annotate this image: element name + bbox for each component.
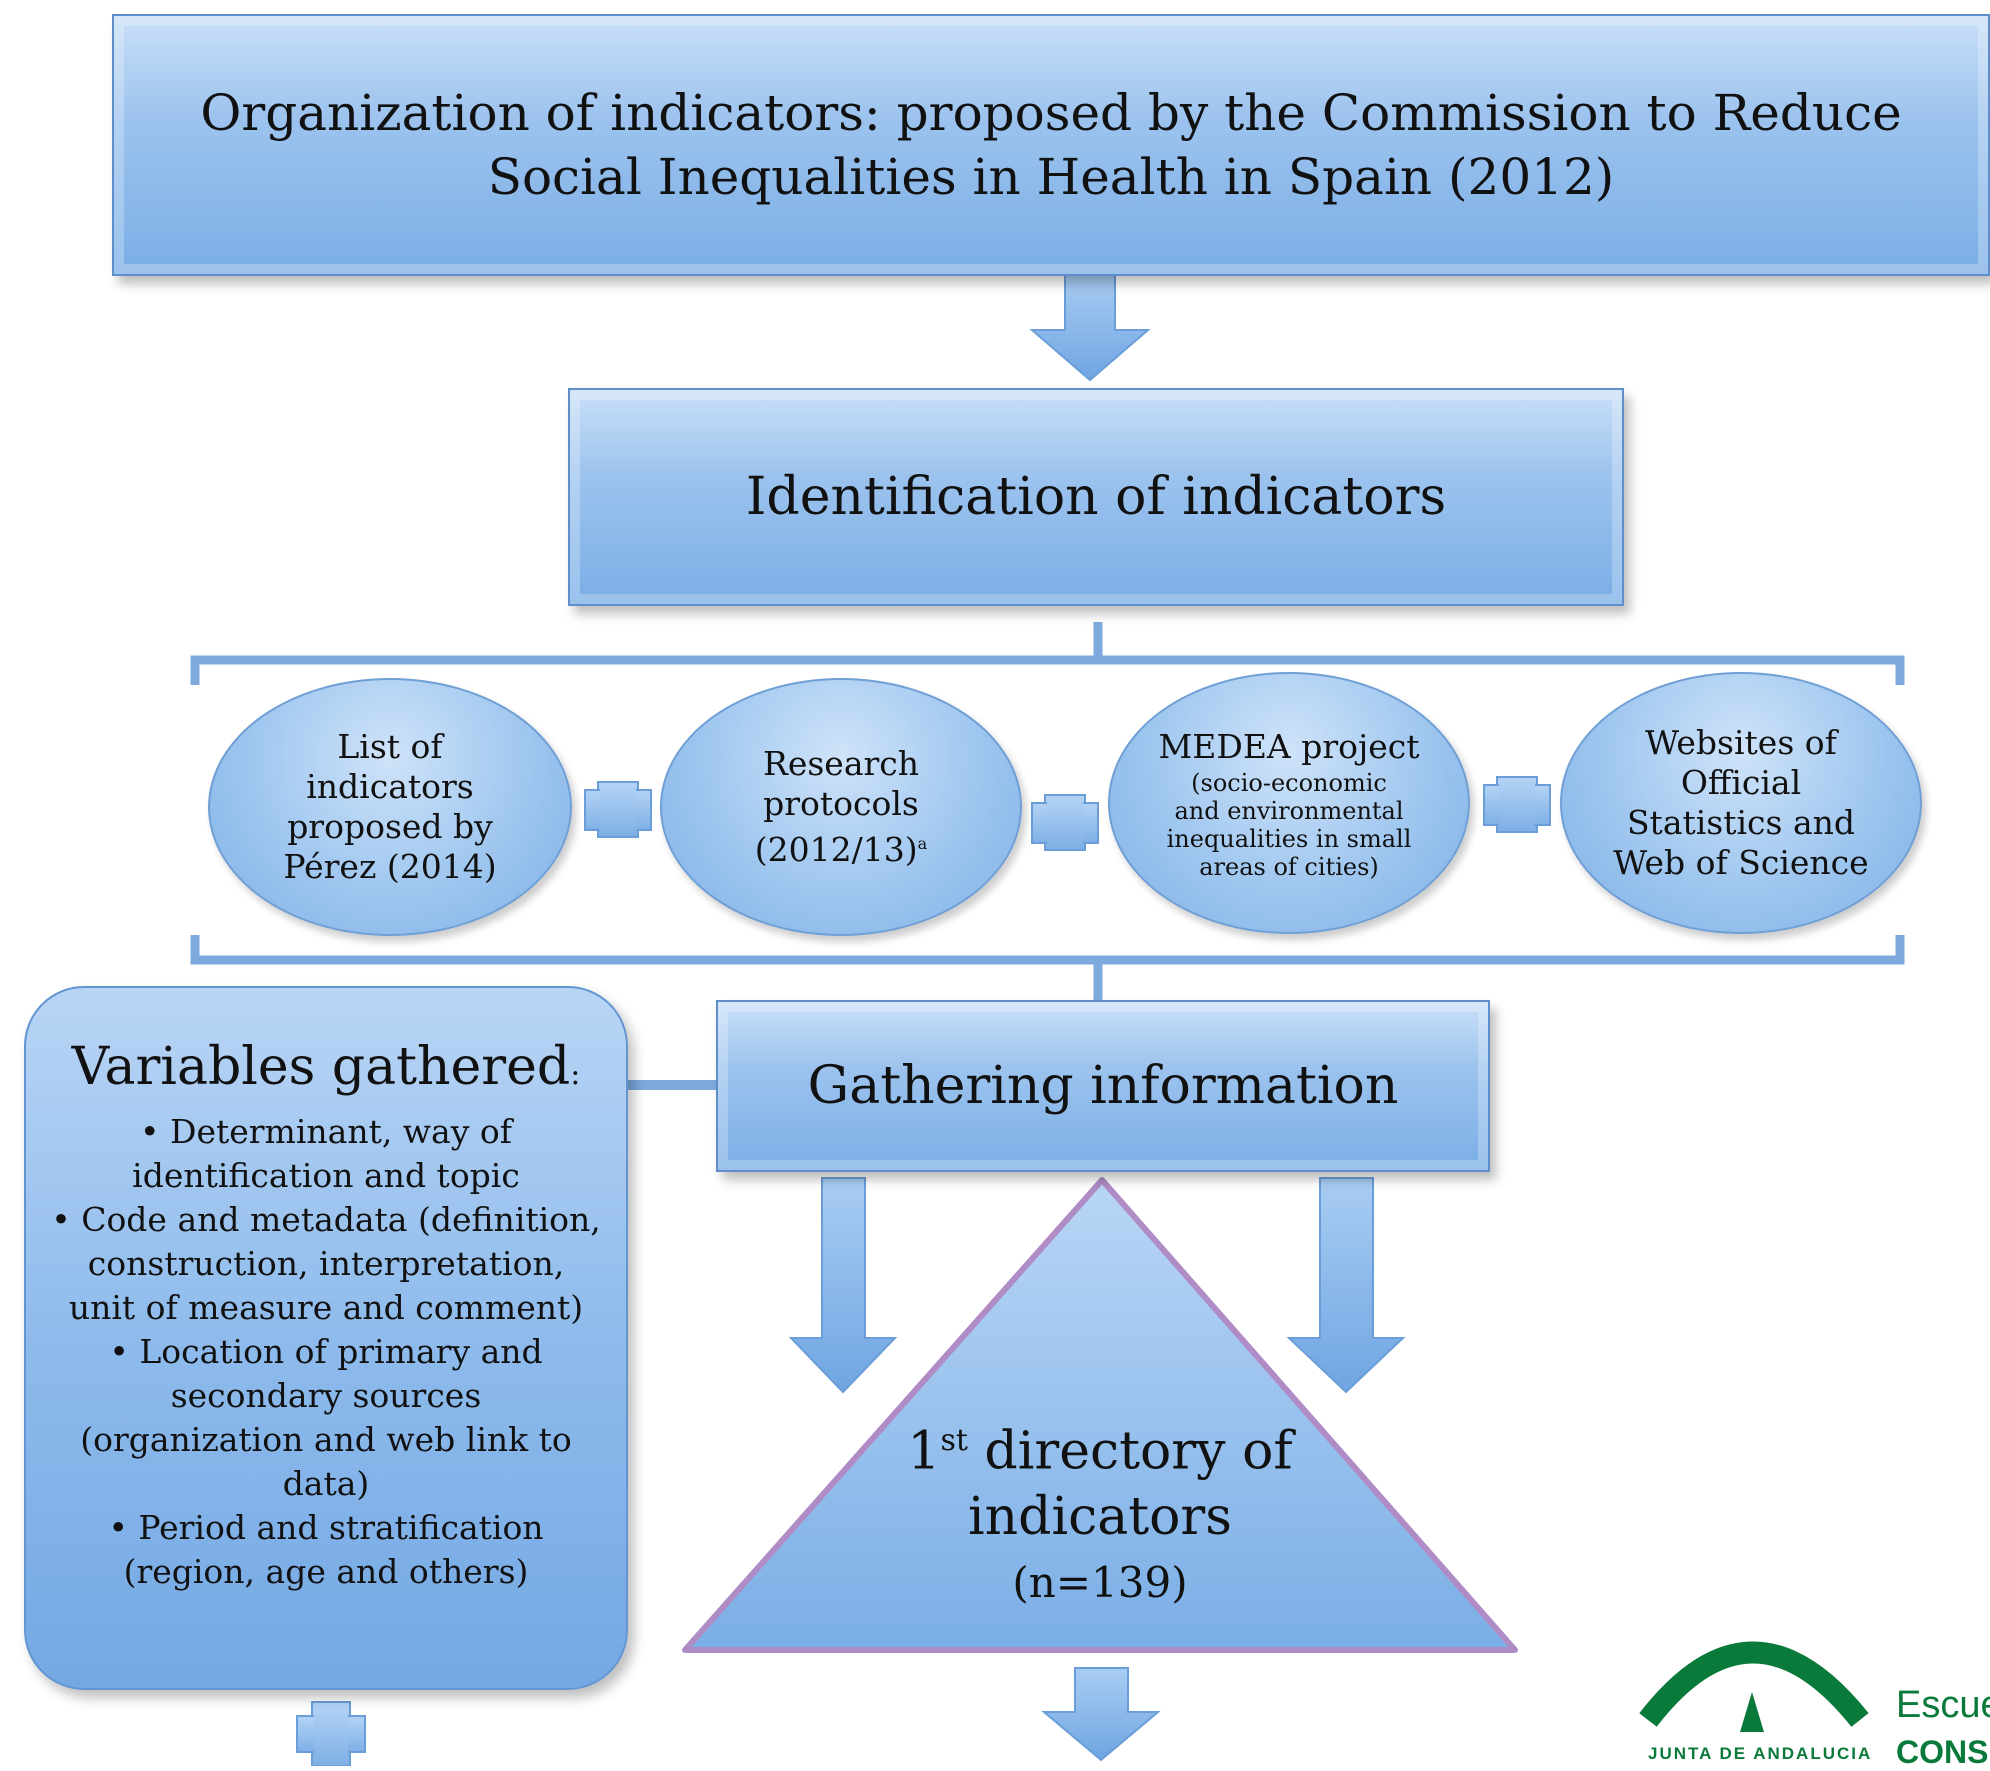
plus-icon: [296, 1701, 366, 1766]
oval-2-line-1: Research: [762, 744, 920, 783]
oval-1-line-1: List of: [337, 727, 443, 766]
variables-item-3-line-2: secondary sources: [170, 1376, 482, 1415]
triangle-superscript: st: [940, 1423, 968, 1458]
logo-text-junta: JUNTA DE ANDALUCIA: [1648, 1744, 1873, 1763]
oval-2-superscript: a: [917, 834, 928, 853]
oval-4-line-4: Web of Science: [1613, 843, 1869, 882]
down-arrow-left: [788, 1177, 898, 1394]
oval-2-line-3: (2012/13)a: [755, 824, 927, 870]
gathering-box: Gathering information: [716, 1000, 1490, 1172]
oval-2-line-3-text: (2012/13): [754, 830, 918, 869]
oval-3-line-4: areas of cities): [1199, 853, 1379, 881]
variables-item-2-line-1: • Code and metadata (definition,: [51, 1200, 601, 1239]
variables-title-colon: :: [570, 1057, 581, 1092]
variables-title: Variables gathered:: [26, 1032, 626, 1110]
variables-item-1-line-2: identification and topic: [132, 1156, 520, 1195]
oval-3-line-2: and environmental: [1174, 797, 1404, 825]
oval-1-line-3: proposed by: [287, 807, 493, 846]
variables-item: • Period and stratification (region, age…: [26, 1506, 626, 1594]
bracket-bottom: [190, 935, 1905, 1000]
top-title-line-2: Social Inequalities in Health in Spain (…: [487, 148, 1615, 206]
junta-logo-icon: [1639, 1641, 1869, 1732]
logo-text-top: Escuel: [1896, 1684, 1990, 1726]
source-oval-research-protocols: Research protocols (2012/13)a: [660, 678, 1022, 936]
oval-4-line-2: Official: [1680, 763, 1802, 802]
identification-box: Identification of indicators: [568, 388, 1624, 606]
variables-item-1-line-1: • Determinant, way of: [140, 1112, 512, 1151]
down-arrow-1: [1029, 274, 1151, 382]
bracket-top: [190, 622, 1905, 685]
triangle-line-1: 1st directory of: [800, 1408, 1400, 1484]
triangle-line-2: indicators: [968, 1487, 1232, 1548]
triangle-label: 1st directory of indicators (n=139): [800, 1408, 1400, 1616]
variables-item: • Determinant, way of identification and…: [26, 1110, 626, 1198]
directory-triangle: [682, 1177, 1518, 1653]
top-title-box: Organization of indicators: proposed by …: [112, 14, 1990, 276]
plus-icon: [584, 781, 652, 838]
gathering-label: Gathering information: [807, 1056, 1399, 1116]
oval-1-line-2: indicators: [306, 767, 474, 806]
variables-item-4-line-1: • Period and stratification: [108, 1508, 544, 1547]
triangle-line-1-rest: directory of: [967, 1421, 1293, 1482]
oval-1-line-4: Pérez (2014): [283, 847, 497, 886]
down-arrow-right: [1286, 1177, 1406, 1394]
triangle-line-1-prefix: 1: [907, 1421, 941, 1482]
down-arrow-bottom: [1041, 1667, 1161, 1762]
oval-4-line-3: Statistics and: [1626, 803, 1856, 842]
logo-text-cons: CONS: [1896, 1734, 1989, 1770]
variables-title-text: Variables gathered: [71, 1037, 571, 1097]
variables-item-3-line-3: (organization and web link to: [80, 1420, 572, 1459]
source-oval-perez: List of indicators proposed by Pérez (20…: [208, 678, 572, 936]
plus-icon: [1483, 776, 1551, 833]
oval-3-line-1: (socio-economic: [1191, 769, 1387, 797]
variables-item: • Code and metadata (definition, constru…: [26, 1198, 626, 1330]
oval-2-line-2: protocols: [763, 784, 919, 823]
identification-label: Identification of indicators: [745, 467, 1447, 527]
oval-4-line-1: Websites of: [1645, 723, 1837, 762]
top-title-line-1: Organization of indicators: proposed by …: [200, 84, 1902, 142]
source-oval-websites: Websites of Official Statistics and Web …: [1560, 672, 1922, 934]
variables-item-2-line-3: unit of measure and comment): [68, 1288, 584, 1327]
source-oval-medea: MEDEA project (socio-economic and enviro…: [1108, 672, 1470, 934]
variables-item-4-line-2: (region, age and others): [123, 1552, 529, 1591]
variables-box: Variables gathered: • Determinant, way o…: [24, 986, 628, 1690]
oval-3-line-3: inequalities in small: [1166, 825, 1412, 853]
plus-icon: [1031, 794, 1099, 851]
variables-item: • Location of primary and secondary sour…: [26, 1330, 626, 1506]
variables-item-3-line-4: data): [282, 1464, 370, 1503]
variables-item-3-line-1: • Location of primary and: [109, 1332, 543, 1371]
oval-3-title: MEDEA project: [1158, 727, 1420, 766]
triangle-line-3: (n=139): [1012, 1558, 1188, 1608]
variables-item-2-line-2: construction, interpretation,: [87, 1244, 565, 1283]
